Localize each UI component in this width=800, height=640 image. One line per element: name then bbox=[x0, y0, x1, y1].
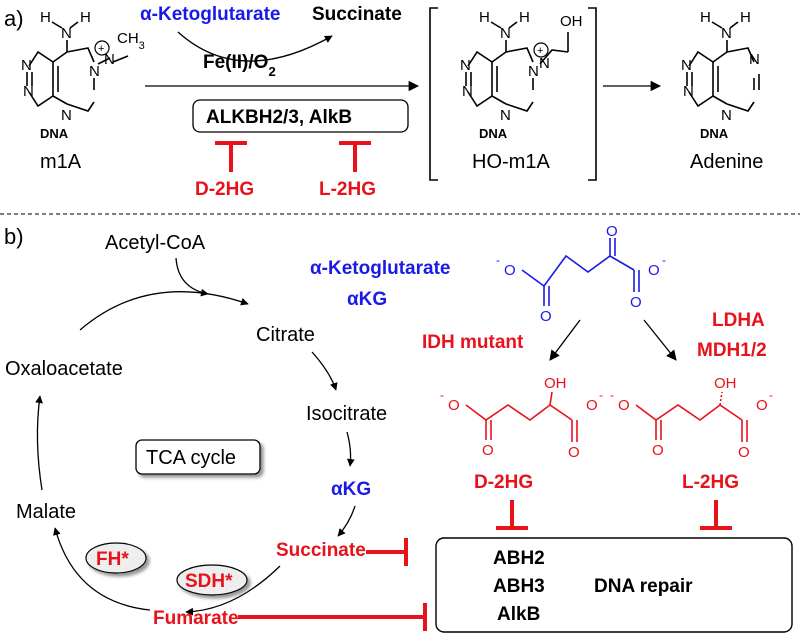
atom-n: N bbox=[539, 55, 550, 72]
atom-o: O bbox=[652, 442, 664, 459]
atom-n: N bbox=[61, 107, 72, 124]
atom-o: O bbox=[648, 262, 660, 279]
tca-akg-label: αKG bbox=[331, 479, 371, 500]
ho-m1a-structure: N H H N N N N N OH + DNA bbox=[460, 9, 583, 141]
atom-o: O bbox=[586, 397, 598, 414]
l2hg-structure: O - O OH O - O bbox=[610, 375, 773, 461]
atom-h: H bbox=[700, 9, 711, 26]
akg-title: α-Ketoglutarate bbox=[310, 258, 450, 279]
atom-o: O bbox=[756, 397, 768, 414]
oxaloacetate-label: Oxaloacetate bbox=[5, 358, 123, 380]
dna-label: DNA bbox=[40, 126, 69, 141]
m1a-structure: N H H N N N N N CH3 + DNA bbox=[21, 9, 145, 141]
panel-a-label: a) bbox=[4, 6, 24, 31]
atom-oh: OH bbox=[560, 13, 583, 30]
isocitrate-label: Isocitrate bbox=[306, 403, 387, 425]
atom-minus: - bbox=[496, 253, 500, 267]
atom-n: N bbox=[749, 51, 760, 68]
acetyl-coa-label: Acetyl-CoA bbox=[105, 232, 206, 254]
atom-h: H bbox=[80, 9, 91, 26]
atom-h: H bbox=[519, 9, 530, 26]
atom-n: N bbox=[23, 83, 34, 100]
tca-cycle: Acetyl-CoA Citrate Isocitrate αKG Succin… bbox=[5, 232, 387, 629]
l2hg-inhibitor-a: L-2HG bbox=[319, 179, 376, 200]
d2hg-structure: O - O OH O - O bbox=[440, 375, 603, 461]
atom-o: O bbox=[568, 444, 580, 461]
adenine-structure: N H H N N N N DNA bbox=[681, 9, 760, 141]
malate-label: Malate bbox=[16, 501, 76, 523]
atom-n: N bbox=[89, 63, 100, 80]
atom-n: N bbox=[462, 83, 473, 100]
idh-mutant-label: IDH mutant bbox=[422, 332, 524, 353]
atom-o: O bbox=[618, 397, 630, 414]
atom-n: N bbox=[104, 51, 115, 68]
enzyme-box bbox=[192, 99, 409, 133]
atom-h: H bbox=[740, 9, 751, 26]
atom-n: N bbox=[721, 25, 732, 42]
adenine-label: Adenine bbox=[690, 151, 763, 173]
atom-n: N bbox=[500, 107, 511, 124]
atom-o: O bbox=[738, 444, 750, 461]
l2hg-label-b: L-2HG bbox=[682, 472, 739, 493]
dna-label: DNA bbox=[479, 126, 508, 141]
cosubstrate-label: α-Ketoglutarate bbox=[140, 4, 280, 25]
atom-o: O bbox=[540, 308, 552, 325]
atom-o: O bbox=[630, 294, 642, 311]
cofactor-label: Fe(II)/O2 bbox=[203, 52, 276, 79]
repair-enzyme-abh2: ABH2 bbox=[493, 548, 545, 569]
fumarate-label: Fumarate bbox=[153, 608, 239, 629]
atom-minus: - bbox=[610, 388, 614, 402]
atom-h: H bbox=[40, 9, 51, 26]
atom-n: N bbox=[500, 25, 511, 42]
atom-n: N bbox=[721, 107, 732, 124]
akg-abbrev: αKG bbox=[347, 289, 387, 310]
tca-cycle-label: TCA cycle bbox=[146, 447, 236, 469]
atom-oh: OH bbox=[544, 375, 567, 392]
atom-minus: - bbox=[440, 388, 444, 402]
atom-o: O bbox=[448, 397, 460, 414]
d2hg-label-b: D-2HG bbox=[474, 472, 533, 493]
atom-n: N bbox=[528, 63, 539, 80]
atom-n: N bbox=[460, 57, 471, 74]
dna-label: DNA bbox=[700, 126, 729, 141]
sdh-label: SDH* bbox=[185, 571, 233, 592]
m1a-label: m1A bbox=[40, 151, 82, 173]
atom-minus: - bbox=[662, 253, 666, 267]
fh-pill bbox=[85, 542, 147, 574]
atom-h: H bbox=[479, 9, 490, 26]
atom-n: N bbox=[681, 57, 692, 74]
atom-minus: - bbox=[599, 388, 603, 402]
atom-o: O bbox=[504, 262, 516, 279]
succinate-label: Succinate bbox=[276, 540, 366, 561]
atom-minus: - bbox=[769, 388, 773, 402]
dna-repair-box bbox=[435, 537, 793, 633]
atom-o: O bbox=[482, 442, 494, 459]
panel-b-label: b) bbox=[4, 224, 24, 249]
dna-repair-label: DNA repair bbox=[594, 576, 693, 597]
atom-ch3: CH3 bbox=[117, 30, 145, 52]
enzyme-label: ALKBH2/3, AlkB bbox=[206, 107, 352, 128]
atom-oh: OH bbox=[714, 375, 737, 392]
atom-o: O bbox=[606, 223, 618, 240]
akg-structure: O - O O O - O bbox=[496, 223, 666, 325]
mdh-label: MDH1/2 bbox=[697, 340, 767, 361]
atom-n: N bbox=[683, 83, 694, 100]
ldha-label: LDHA bbox=[712, 310, 765, 331]
plus-charge: + bbox=[98, 43, 104, 55]
atom-n: N bbox=[21, 57, 32, 74]
sdh-pill bbox=[176, 564, 248, 596]
d2hg-inhibitor-a: D-2HG bbox=[195, 179, 254, 200]
repair-enzyme-abh3: ABH3 bbox=[493, 576, 545, 597]
repair-enzyme-alkb: AlkB bbox=[497, 604, 540, 625]
plus-charge: + bbox=[537, 45, 543, 57]
fh-label: FH* bbox=[96, 549, 129, 570]
citrate-label: Citrate bbox=[256, 324, 315, 346]
ho-m1a-label: HO-m1A bbox=[472, 151, 550, 173]
tca-cycle-box bbox=[135, 439, 261, 475]
atom-n: N bbox=[61, 25, 72, 42]
coproduct-label: Succinate bbox=[312, 4, 402, 25]
